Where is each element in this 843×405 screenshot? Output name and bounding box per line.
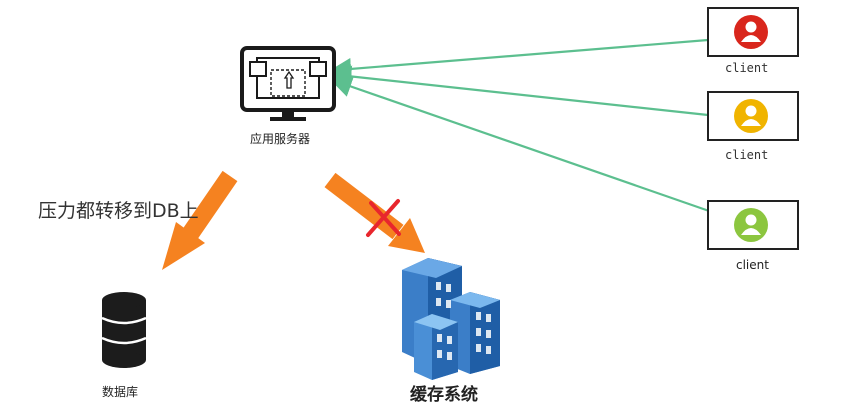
pressure-annotation: 压力都转移到DB上 bbox=[38, 196, 199, 223]
client-label-3: client bbox=[736, 258, 769, 272]
database-label: 数据库 bbox=[102, 383, 138, 400]
database-icon bbox=[102, 292, 146, 368]
connection-line-2 bbox=[338, 75, 708, 115]
connection-line-3 bbox=[338, 82, 712, 212]
cache-label: 缓存系统 bbox=[410, 380, 478, 405]
client-box-1 bbox=[708, 8, 798, 56]
connection-line-1 bbox=[338, 40, 708, 70]
client-label-2: client bbox=[725, 148, 768, 162]
client-label-1: client bbox=[725, 61, 768, 75]
arrow-to-database bbox=[162, 176, 230, 270]
monitor-server-icon bbox=[242, 48, 334, 121]
user-avatar-icon bbox=[734, 208, 768, 242]
user-avatar-icon bbox=[734, 99, 768, 133]
buildings-icon bbox=[402, 258, 500, 380]
client-box-3 bbox=[708, 201, 798, 249]
client-box-2 bbox=[708, 92, 798, 140]
arrow-to-cache bbox=[330, 180, 425, 253]
user-avatar-icon bbox=[734, 15, 768, 49]
server-label: 应用服务器 bbox=[250, 130, 310, 147]
